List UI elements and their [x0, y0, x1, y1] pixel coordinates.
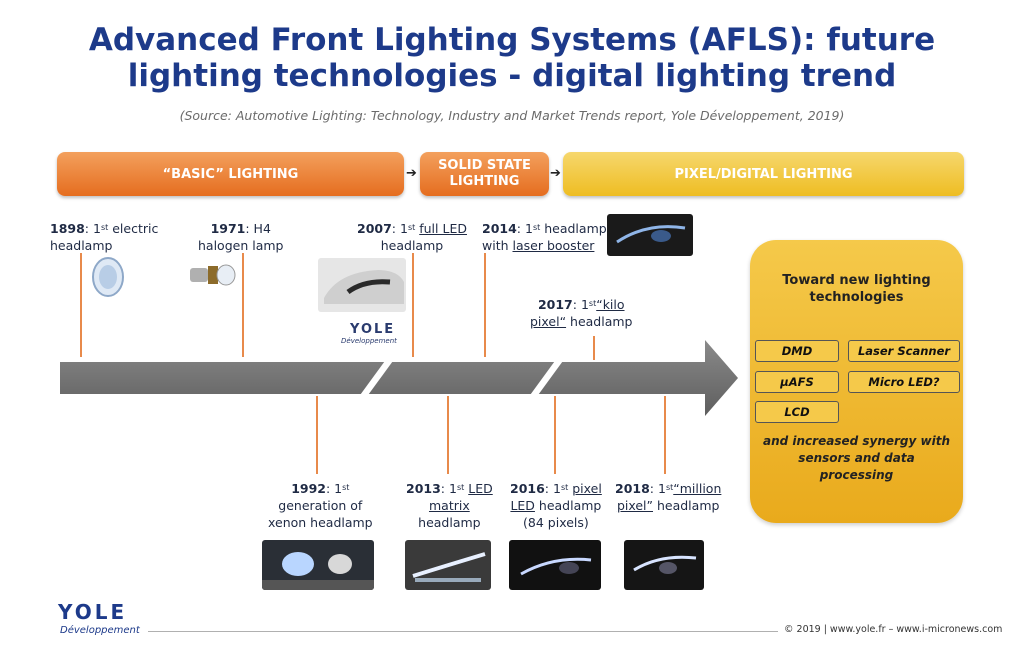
timeline-arrow: [60, 340, 738, 416]
yole-watermark-sub: Développement: [341, 337, 397, 345]
event-line-2017: [593, 336, 595, 360]
event-line-2013: [447, 396, 449, 474]
event-2017: 2017: 1st“kilo pixel“ headlamp: [530, 297, 633, 329]
full-led-headlamp-image: [318, 258, 406, 312]
toward-title: Toward new lighting technologies: [782, 273, 931, 305]
phase-solid-state-lighting: SOLID STATE LIGHTING: [420, 152, 549, 196]
yole-logo-sub: Développement: [60, 625, 140, 636]
event-2016: 2016: 1st pixel LED headlamp (84 pixels): [510, 481, 602, 530]
pixel-led-headlamp-image: [509, 540, 601, 590]
tag-uafs: µAFS: [755, 371, 839, 393]
event-line-2018: [664, 396, 666, 474]
million-pixel-headlamp-image: [624, 540, 704, 590]
event-line-2016: [554, 396, 556, 474]
title-line-2: lighting technologies - digital lighting…: [127, 58, 897, 94]
event-2013: 2013: 1st LED matrix headlamp: [406, 481, 493, 530]
phase-arrow-icon: ➔: [406, 166, 417, 181]
page-title: Advanced Front Lighting Systems (AFLS): …: [0, 22, 1024, 94]
event-1992: 1992: 1st generation of xenon headlamp: [268, 481, 373, 530]
source-citation: (Source: Automotive Lighting: Technology…: [179, 108, 845, 123]
phase-pixel-digital-lighting: PIXEL/DIGITAL LIGHTING: [563, 152, 964, 196]
phase-basic-lighting: “BASIC” LIGHTING: [57, 152, 404, 196]
event-2014: 2014: 1st headlamp with laser booster: [482, 221, 607, 253]
event-line-2007: [412, 253, 414, 357]
event-line-2014: [484, 253, 486, 357]
event-line-1992: [316, 396, 318, 474]
event-line-1898: [80, 253, 82, 357]
tag-lcd: LCD: [755, 401, 839, 423]
event-2007: 2007: 1st full LED headlamp: [357, 221, 467, 253]
tag-micro-led: Micro LED?: [848, 371, 960, 393]
event-1971: 1971: H4 halogen lamp: [198, 221, 284, 253]
yole-logo: YOLE: [58, 600, 128, 624]
title-line-1: Advanced Front Lighting Systems (AFLS): …: [88, 22, 936, 58]
event-line-1971: [242, 253, 244, 357]
tag-laser-scanner: Laser Scanner: [848, 340, 960, 362]
event-1898: 1898: 1st electric headlamp: [50, 221, 159, 253]
footer-divider: [148, 631, 778, 632]
event-2018: 2018: 1st“million pixel” headlamp: [615, 481, 722, 513]
xenon-headlamp-image: [262, 540, 374, 590]
laser-headlamp-image: [607, 214, 693, 256]
copyright-text: © 2019 | www.yole.fr – www.i-micronews.c…: [784, 624, 1003, 635]
headlamp-1898-image: [92, 257, 124, 297]
phase-arrow-icon: ➔: [550, 166, 561, 181]
phase-solid-line2: LIGHTING: [449, 174, 520, 189]
toward-new-technologies-box: Toward new lighting technologies DMD Las…: [750, 240, 963, 523]
halogen-lamp-image: [186, 258, 238, 292]
tag-dmd: DMD: [755, 340, 839, 362]
phase-solid-line1: SOLID STATE: [438, 158, 531, 173]
yole-watermark-logo: YOLE: [350, 322, 396, 337]
led-matrix-headlamp-image: [405, 540, 491, 590]
synergy-text: and increased synergy with sensors and d…: [762, 434, 950, 482]
